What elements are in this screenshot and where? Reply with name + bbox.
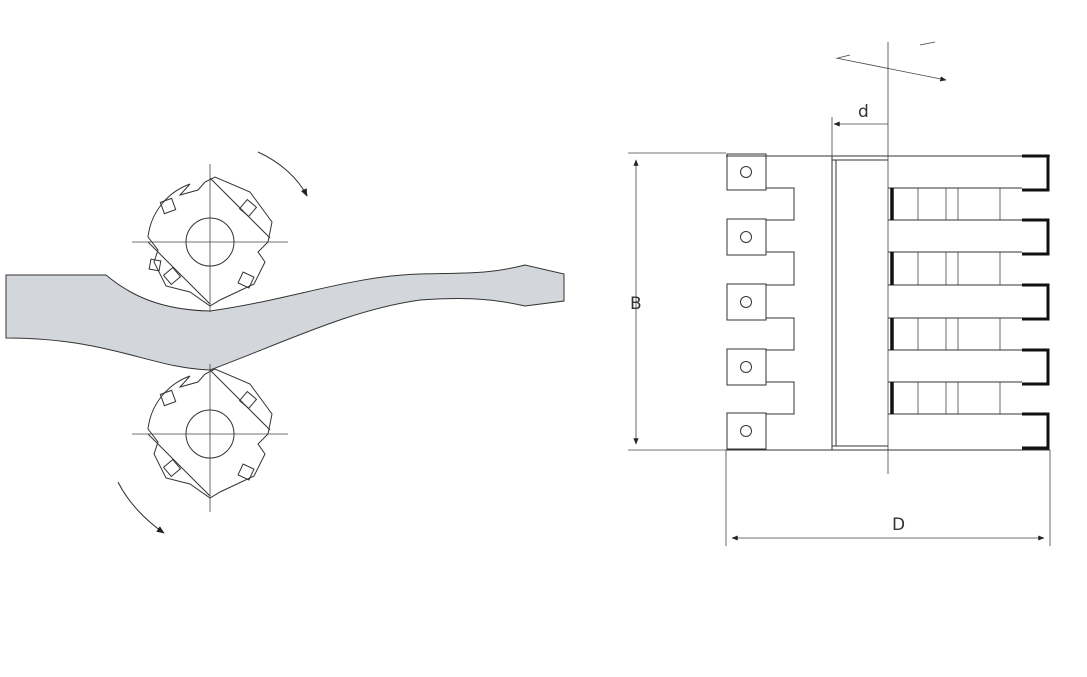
label-d: d	[858, 102, 869, 122]
dimension-D: D	[725, 450, 1051, 546]
workpiece	[5, 264, 565, 371]
lower-rotation-arrow	[117, 481, 165, 534]
label-D: D	[892, 515, 905, 535]
dimension-view: d B D	[628, 41, 1051, 546]
feed-direction-arrow	[835, 57, 947, 82]
knife-rows	[888, 154, 1050, 450]
label-B: B	[630, 294, 642, 314]
lower-cutter	[132, 364, 288, 512]
left-pads	[726, 153, 767, 450]
process-view	[5, 151, 565, 534]
dimension-B: B	[628, 152, 726, 451]
upper-rotation-arrow	[257, 151, 308, 197]
dimension-d: d	[831, 102, 888, 156]
upper-cutter	[132, 164, 288, 312]
